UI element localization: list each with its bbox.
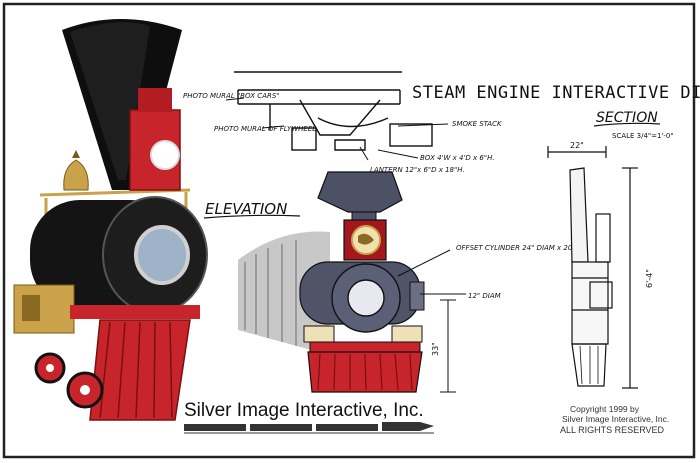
note-photo-mural-flywheel: PHOTO MURAL OF FLYWHEEL (214, 125, 316, 133)
elevation-drawing (238, 171, 466, 393)
dim-22: 22" (570, 141, 584, 150)
copyright-line-2: Silver Image Interactive, Inc. (562, 414, 669, 424)
section-label: SECTION (596, 110, 658, 126)
scale-note: SCALE 3/4"=1'-0" (612, 132, 674, 140)
plan-view-sketch (234, 71, 433, 151)
drawing-title: STEAM ENGINE INTERACTIVE DISPLAY (412, 83, 700, 103)
section-drawing (547, 146, 638, 389)
note-smoke-stack: SMOKE STACK (452, 120, 503, 128)
copyright-line-1: Copyright 1999 by (570, 404, 640, 414)
copyright-line-3: ALL RIGHTS RESERVED (560, 425, 665, 435)
train-silhouette-logo (184, 422, 434, 434)
elevation-label: ELEVATION (205, 200, 287, 218)
note-lantern: LANTERN 12"x 6"D x 18"H. (370, 166, 465, 174)
note-box-dims: BOX 4'W x 4'D x 6"H. (420, 154, 495, 162)
note-offset-cylinder: OFFSET CYLINDER 24" DIAM x 20"D. (456, 244, 583, 252)
dim-6-4: 6'-4" (645, 269, 654, 288)
note-photo-mural-boxcars: PHOTO MURAL "BOX CARS" (183, 92, 280, 100)
note-12-diam: 12" DIAM (468, 292, 501, 300)
dim-33: 33" (431, 342, 440, 356)
plan-leaders (225, 97, 449, 161)
company-name: Silver Image Interactive, Inc. (184, 400, 424, 421)
locomotive-render (13, 19, 208, 421)
